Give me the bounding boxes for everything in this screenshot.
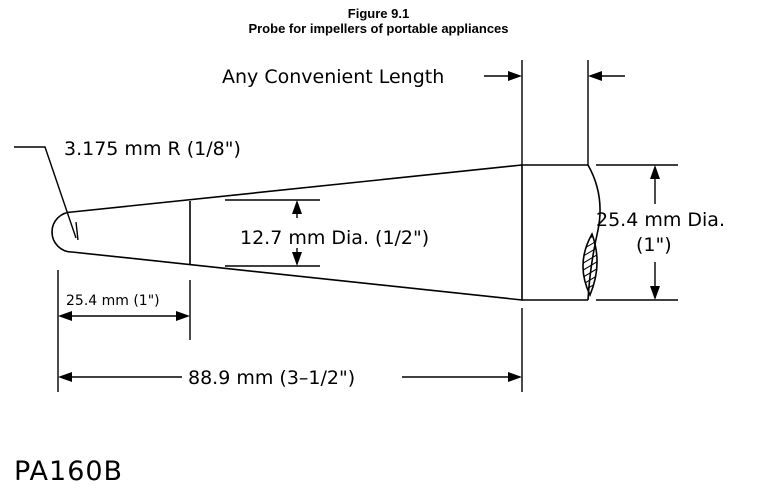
probe-tip	[51, 211, 73, 253]
tip-length-label: 25.4 mm (1")	[66, 293, 160, 309]
inner-diameter-label: 12.7 mm Dia. (1/2")	[240, 227, 429, 249]
break-line	[587, 164, 601, 301]
convenient-length-label: Any Convenient Length	[222, 66, 444, 88]
outer-diameter-label: 25.4 mm Dia.	[596, 209, 725, 231]
figure-number: Figure 9.1	[347, 6, 410, 21]
tip-radius-label: 3.175 mm R (1/8")	[64, 138, 241, 160]
drawing-code: PA160B	[14, 456, 123, 487]
outer-diameter-inch-label: (1")	[636, 234, 672, 256]
break-section	[582, 232, 598, 297]
probe-outline	[71, 164, 523, 301]
figure-caption: Probe for impellers of portable applianc…	[248, 21, 509, 36]
overall-length-label: 88.9 mm (3–1/2")	[188, 367, 355, 389]
radius-leader	[14, 146, 77, 239]
arrowheads	[58, 71, 660, 382]
break-hatch	[582, 234, 598, 295]
